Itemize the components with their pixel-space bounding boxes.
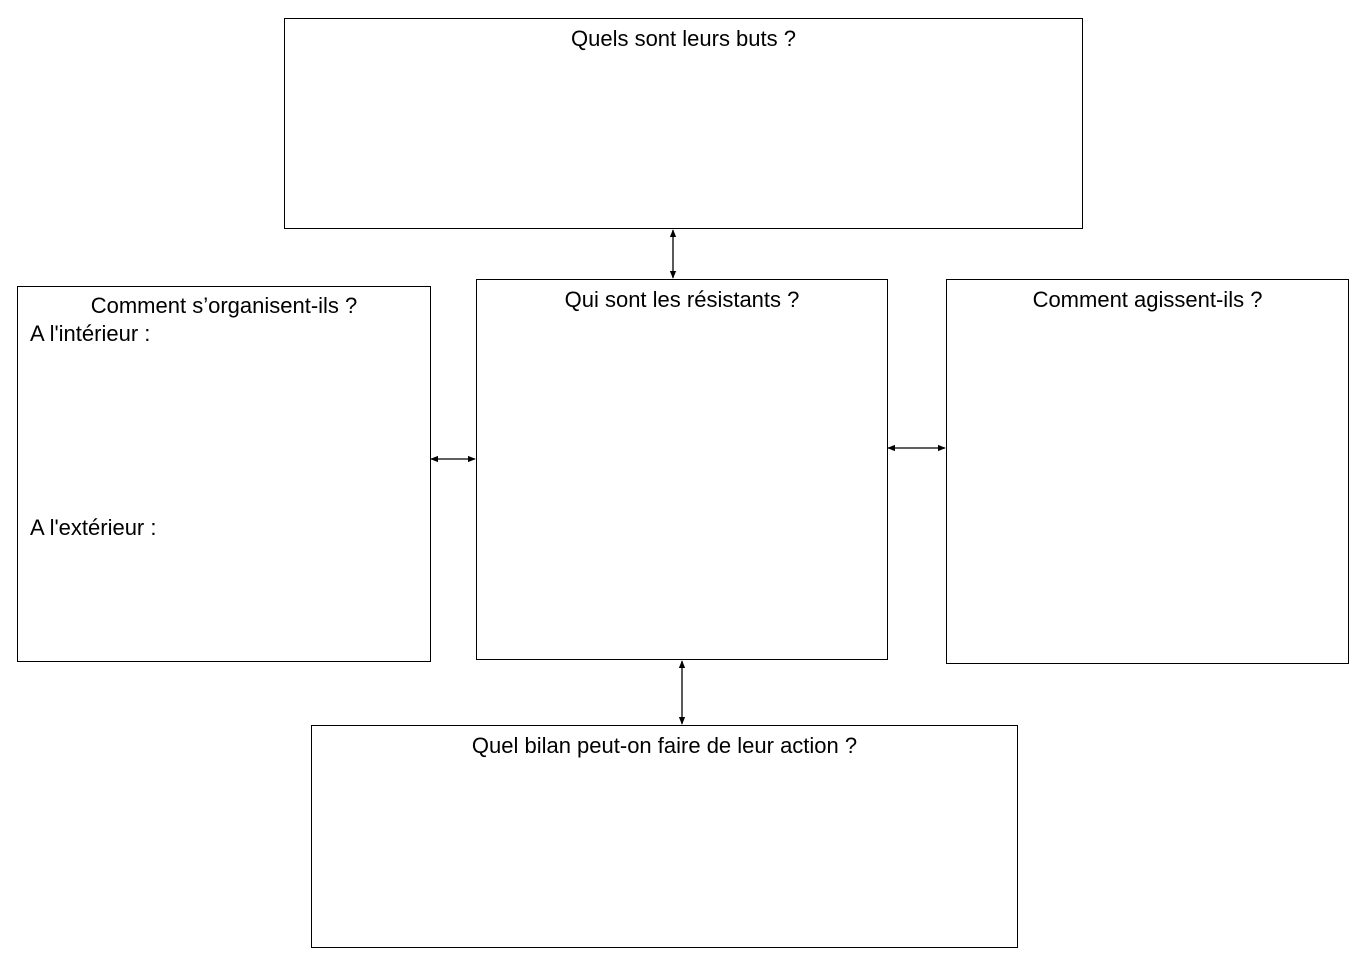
resistants-box: Qui sont les résistants ? [476,279,888,660]
organisation-box: Comment s’organisent-ils ? A l'intérieur… [17,286,431,662]
exterior-label: A l'extérieur : [30,515,157,540]
bilan-title: Quel bilan peut-on faire de leur action … [471,733,858,758]
goals-box: Quels sont leurs buts ? [284,18,1083,229]
actions-box: Comment agissent-ils ? [946,279,1349,664]
actions-title: Comment agissent-ils ? [1032,287,1263,312]
bilan-box: Quel bilan peut-on faire de leur action … [311,725,1018,948]
goals-title: Quels sont leurs buts ? [570,26,796,51]
interior-label: A l'intérieur : [30,321,151,346]
resistants-title: Qui sont les résistants ? [564,287,800,312]
organisation-title: Comment s’organisent-ils ? [90,293,358,318]
